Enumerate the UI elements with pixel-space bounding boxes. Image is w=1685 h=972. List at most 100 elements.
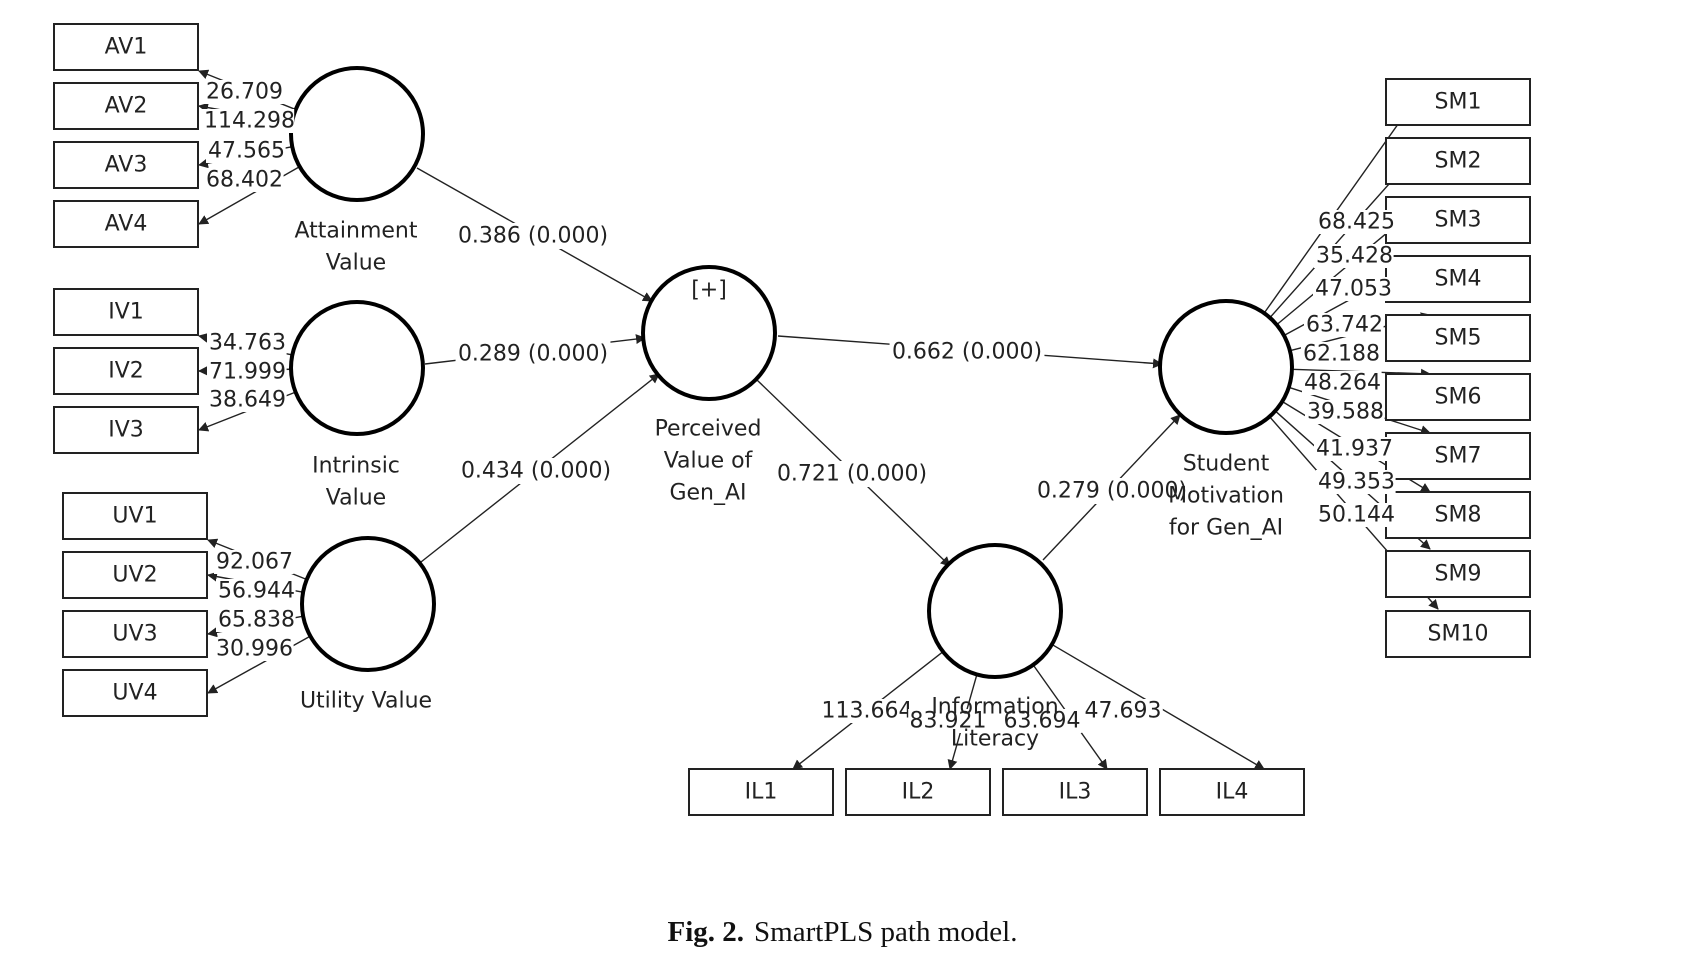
indicator-label-av4: AV4 (105, 212, 148, 237)
caption-text: SmartPLS path model. (754, 916, 1018, 948)
indicator-box-uv2 (62, 551, 208, 599)
indicator-box-sm3 (1385, 196, 1531, 244)
loading-value-sm5: 62.188 (1303, 342, 1380, 367)
indicator-label-sm2: SM2 (1435, 149, 1482, 174)
loading-value-uv1: 92.067 (216, 550, 293, 575)
label-background (216, 608, 296, 632)
indicator-label-sm5: SM5 (1435, 326, 1482, 351)
loading-value-uv2: 56.944 (218, 579, 295, 604)
indicator-box-il2 (845, 768, 991, 816)
latent-variable-sm (1158, 299, 1294, 435)
indicator-label-sm1: SM1 (1435, 90, 1482, 115)
indicator-box-sm1 (1385, 78, 1531, 126)
latent-variable-name-il-line-2: Literacy (951, 727, 1039, 752)
label-background (1304, 313, 1384, 337)
label-background (1314, 244, 1394, 268)
indicator-box-il3 (1002, 768, 1148, 816)
indicator-label-sm9: SM9 (1435, 562, 1482, 587)
label-background (455, 223, 611, 249)
loading-value-iv2: 71.999 (209, 360, 286, 385)
loading-value-il1: 113.664 (822, 699, 913, 724)
indicator-box-sm6 (1385, 373, 1531, 421)
label-background (206, 139, 286, 163)
loading-value-il2: 83.921 (910, 709, 987, 734)
latent-variable-name-av-line-2: Value (326, 251, 386, 276)
label-background (207, 360, 287, 384)
label-background (455, 341, 611, 367)
indicator-label-av1: AV1 (105, 35, 148, 60)
indicator-label-sm7: SM7 (1435, 444, 1482, 469)
indicator-label-iv2: IV2 (108, 359, 144, 384)
indicator-label-il1: IL1 (745, 780, 778, 805)
indicator-label-il4: IL4 (1216, 780, 1249, 805)
loading-value-sm4: 63.742 (1306, 313, 1383, 338)
label-background (1305, 400, 1385, 424)
indicator-box-uv3 (62, 610, 208, 658)
path-coefficient-uv-to-pv: 0.434 (0.000) (461, 459, 611, 484)
indicator-label-av2: AV2 (105, 94, 148, 119)
path-coefficient-iv-to-pv: 0.289 (0.000) (458, 342, 608, 367)
label-background (1302, 371, 1382, 395)
loading-value-il3: 63.694 (1004, 709, 1081, 734)
formative-marker: [+] (691, 278, 727, 303)
indicator-box-iv2 (53, 347, 199, 395)
loading-value-sm3: 47.053 (1315, 277, 1392, 302)
label-background (1314, 437, 1394, 461)
latent-variable-uv (300, 536, 436, 672)
loading-value-sm8: 41.937 (1316, 437, 1393, 462)
latent-variable-name-sm-line-1: Student (1183, 452, 1270, 477)
loading-value-sm7: 39.588 (1307, 400, 1384, 425)
loading-value-sm1: 68.425 (1318, 210, 1395, 235)
latent-variable-il (927, 543, 1063, 679)
latent-variable-name-sm-line-2: Motivation (1168, 484, 1284, 509)
indicator-label-il2: IL2 (902, 780, 935, 805)
indicator-label-iv3: IV3 (108, 418, 144, 443)
indicator-box-sm9 (1385, 550, 1531, 598)
indicator-box-sm7 (1385, 432, 1531, 480)
label-background (204, 80, 284, 104)
indicator-box-uv4 (62, 669, 208, 717)
indicator-label-uv3: UV3 (112, 622, 157, 647)
indicator-label-av3: AV3 (105, 153, 148, 178)
indicator-box-sm2 (1385, 137, 1531, 185)
indicator-box-il4 (1159, 768, 1305, 816)
label-background (1083, 699, 1163, 723)
indicator-box-il1 (688, 768, 834, 816)
indicator-box-av3 (53, 141, 199, 189)
latent-variable-name-sm-line-3: for Gen_AI (1169, 516, 1283, 541)
label-background (1034, 478, 1190, 504)
label-background (204, 168, 284, 192)
latent-variable-iv (289, 300, 425, 436)
path-coefficient-av-to-pv: 0.386 (0.000) (458, 224, 608, 249)
loading-value-sm10: 50.144 (1318, 503, 1395, 528)
loading-value-av4: 68.402 (206, 168, 283, 193)
indicator-label-sm4: SM4 (1435, 267, 1482, 292)
loading-value-sm6: 48.264 (1304, 371, 1381, 396)
indicator-box-sm10 (1385, 610, 1531, 658)
label-background (889, 339, 1045, 365)
latent-variable-name-pv-line-3: Gen_AI (669, 481, 746, 506)
label-background (216, 579, 296, 603)
label-background (458, 458, 614, 484)
label-background (202, 109, 295, 133)
latent-variable-pv (641, 265, 777, 401)
path-coefficient-il-to-sm: 0.279 (0.000) (1037, 479, 1187, 504)
loading-value-uv4: 30.996 (216, 637, 293, 662)
latent-variable-name-av-line-1: Attainment (295, 219, 418, 244)
label-background (908, 709, 988, 733)
indicator-label-sm6: SM6 (1435, 385, 1482, 410)
label-background (820, 699, 914, 723)
loading-value-av3: 47.565 (208, 139, 285, 164)
label-background (214, 550, 294, 574)
label-background (1316, 503, 1396, 527)
label-background (1316, 470, 1396, 494)
latent-variable-name-uv-line-1: Utility Value (300, 689, 432, 714)
indicator-box-sm5 (1385, 314, 1531, 362)
loading-value-iv3: 38.649 (209, 388, 286, 413)
indicator-box-iv1 (53, 288, 199, 336)
label-background (1313, 277, 1393, 301)
path-coefficient-pv-to-il: 0.721 (0.000) (777, 462, 927, 487)
indicator-label-uv1: UV1 (112, 504, 157, 529)
indicator-box-av1 (53, 23, 199, 71)
